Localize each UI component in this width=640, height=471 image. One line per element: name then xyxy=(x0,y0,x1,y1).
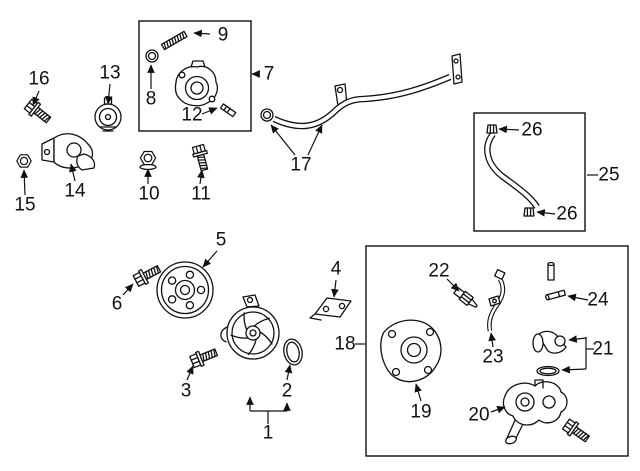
callout-17: 17 xyxy=(290,154,312,176)
gasket-seal-drawing-2 xyxy=(283,338,303,366)
callout-2: 2 xyxy=(281,380,293,402)
leader-21-bracket xyxy=(585,337,594,369)
callout-24: 24 xyxy=(587,289,609,311)
leader-4 xyxy=(331,279,339,298)
leader-1-bracket xyxy=(250,410,287,424)
callout-20: 20 xyxy=(468,404,490,426)
dowel-pin-drawing-12 xyxy=(219,103,237,118)
leader-26a xyxy=(498,125,520,134)
outlet-and-seal-drawing-21 xyxy=(532,330,567,377)
callout-6: 6 xyxy=(111,293,123,315)
stud-drawing-9 xyxy=(160,30,188,51)
group-box-part18-assembly xyxy=(365,245,629,457)
group-box-part25-hose xyxy=(473,112,586,232)
bolt-drawing-bottom-right xyxy=(561,417,593,446)
leader-15 xyxy=(20,169,29,196)
leader-20 xyxy=(490,406,506,414)
leader-22 xyxy=(446,278,460,292)
callout-7: 7 xyxy=(263,63,275,85)
callout-12: 12 xyxy=(181,104,203,126)
clamp-drawing-26-lower xyxy=(523,207,535,217)
leader-17b xyxy=(307,124,323,156)
leader-21-lower xyxy=(561,365,587,374)
leader-9 xyxy=(193,29,211,38)
thermostat-housing-drawing-7 xyxy=(174,60,219,107)
callout-19: 19 xyxy=(410,401,432,423)
water-pump-drawing-1 xyxy=(220,294,280,360)
callout-11: 11 xyxy=(191,183,211,205)
leader-6 xyxy=(122,283,134,296)
leader-12 xyxy=(201,107,218,115)
water-pipe-drawing-17 xyxy=(260,53,463,130)
callout-26-upper: 26 xyxy=(521,119,543,141)
seal-ring-drawing-8 xyxy=(145,49,159,63)
callout-13: 13 xyxy=(99,62,121,84)
callout-15: 15 xyxy=(14,194,36,216)
water-inlet-drawing-14 xyxy=(41,133,96,171)
connector-housing-drawing-20 xyxy=(502,379,568,445)
leader-24 xyxy=(567,293,589,302)
housing-cover-drawing-19 xyxy=(380,319,442,383)
leader-16 xyxy=(32,90,40,106)
leader-23 xyxy=(488,332,496,348)
callout-8: 8 xyxy=(145,88,157,110)
bolt-drawing-11 xyxy=(190,143,212,173)
callout-21: 21 xyxy=(592,338,614,360)
callout-23: 23 xyxy=(482,346,504,368)
tube-drawing-23 xyxy=(487,268,506,332)
group-box-part7-kit xyxy=(138,20,252,132)
bolt-drawing-16 xyxy=(22,97,54,127)
nut-drawing-10 xyxy=(139,150,157,171)
callout-3: 3 xyxy=(180,380,192,402)
callout-14: 14 xyxy=(64,180,86,202)
leader-11 xyxy=(197,169,205,185)
leader-17a xyxy=(270,124,296,156)
leader-14 xyxy=(69,163,77,182)
clamp-drawing-26-upper xyxy=(486,124,498,134)
callout-18: 18 xyxy=(334,333,356,355)
pin-drawing-24 xyxy=(545,261,566,301)
callout-1: 1 xyxy=(262,422,274,444)
leader-21-upper xyxy=(568,335,587,343)
bolt-drawing-3 xyxy=(188,344,220,370)
bracket-drawing-4 xyxy=(309,297,352,321)
callout-4: 4 xyxy=(330,258,342,280)
leader-arrows xyxy=(20,29,598,424)
leader-2 xyxy=(284,364,293,381)
callout-10: 10 xyxy=(138,183,160,205)
callout-9: 9 xyxy=(217,24,229,46)
leader-26b xyxy=(536,209,556,217)
leader-13 xyxy=(104,83,113,105)
callout-26-lower: 26 xyxy=(556,203,578,225)
callout-16: 16 xyxy=(28,68,50,90)
leader-5 xyxy=(202,250,218,268)
sensor-drawing-22 xyxy=(453,286,478,308)
leader-3 xyxy=(186,365,194,381)
callout-25: 25 xyxy=(598,164,620,186)
callout-5: 5 xyxy=(215,229,227,251)
pulley-drawing-5 xyxy=(156,261,214,319)
nut-drawing-15 xyxy=(16,154,32,168)
hose-drawing-25 xyxy=(484,131,540,209)
leader-19 xyxy=(414,383,422,402)
callout-22: 22 xyxy=(428,260,450,282)
